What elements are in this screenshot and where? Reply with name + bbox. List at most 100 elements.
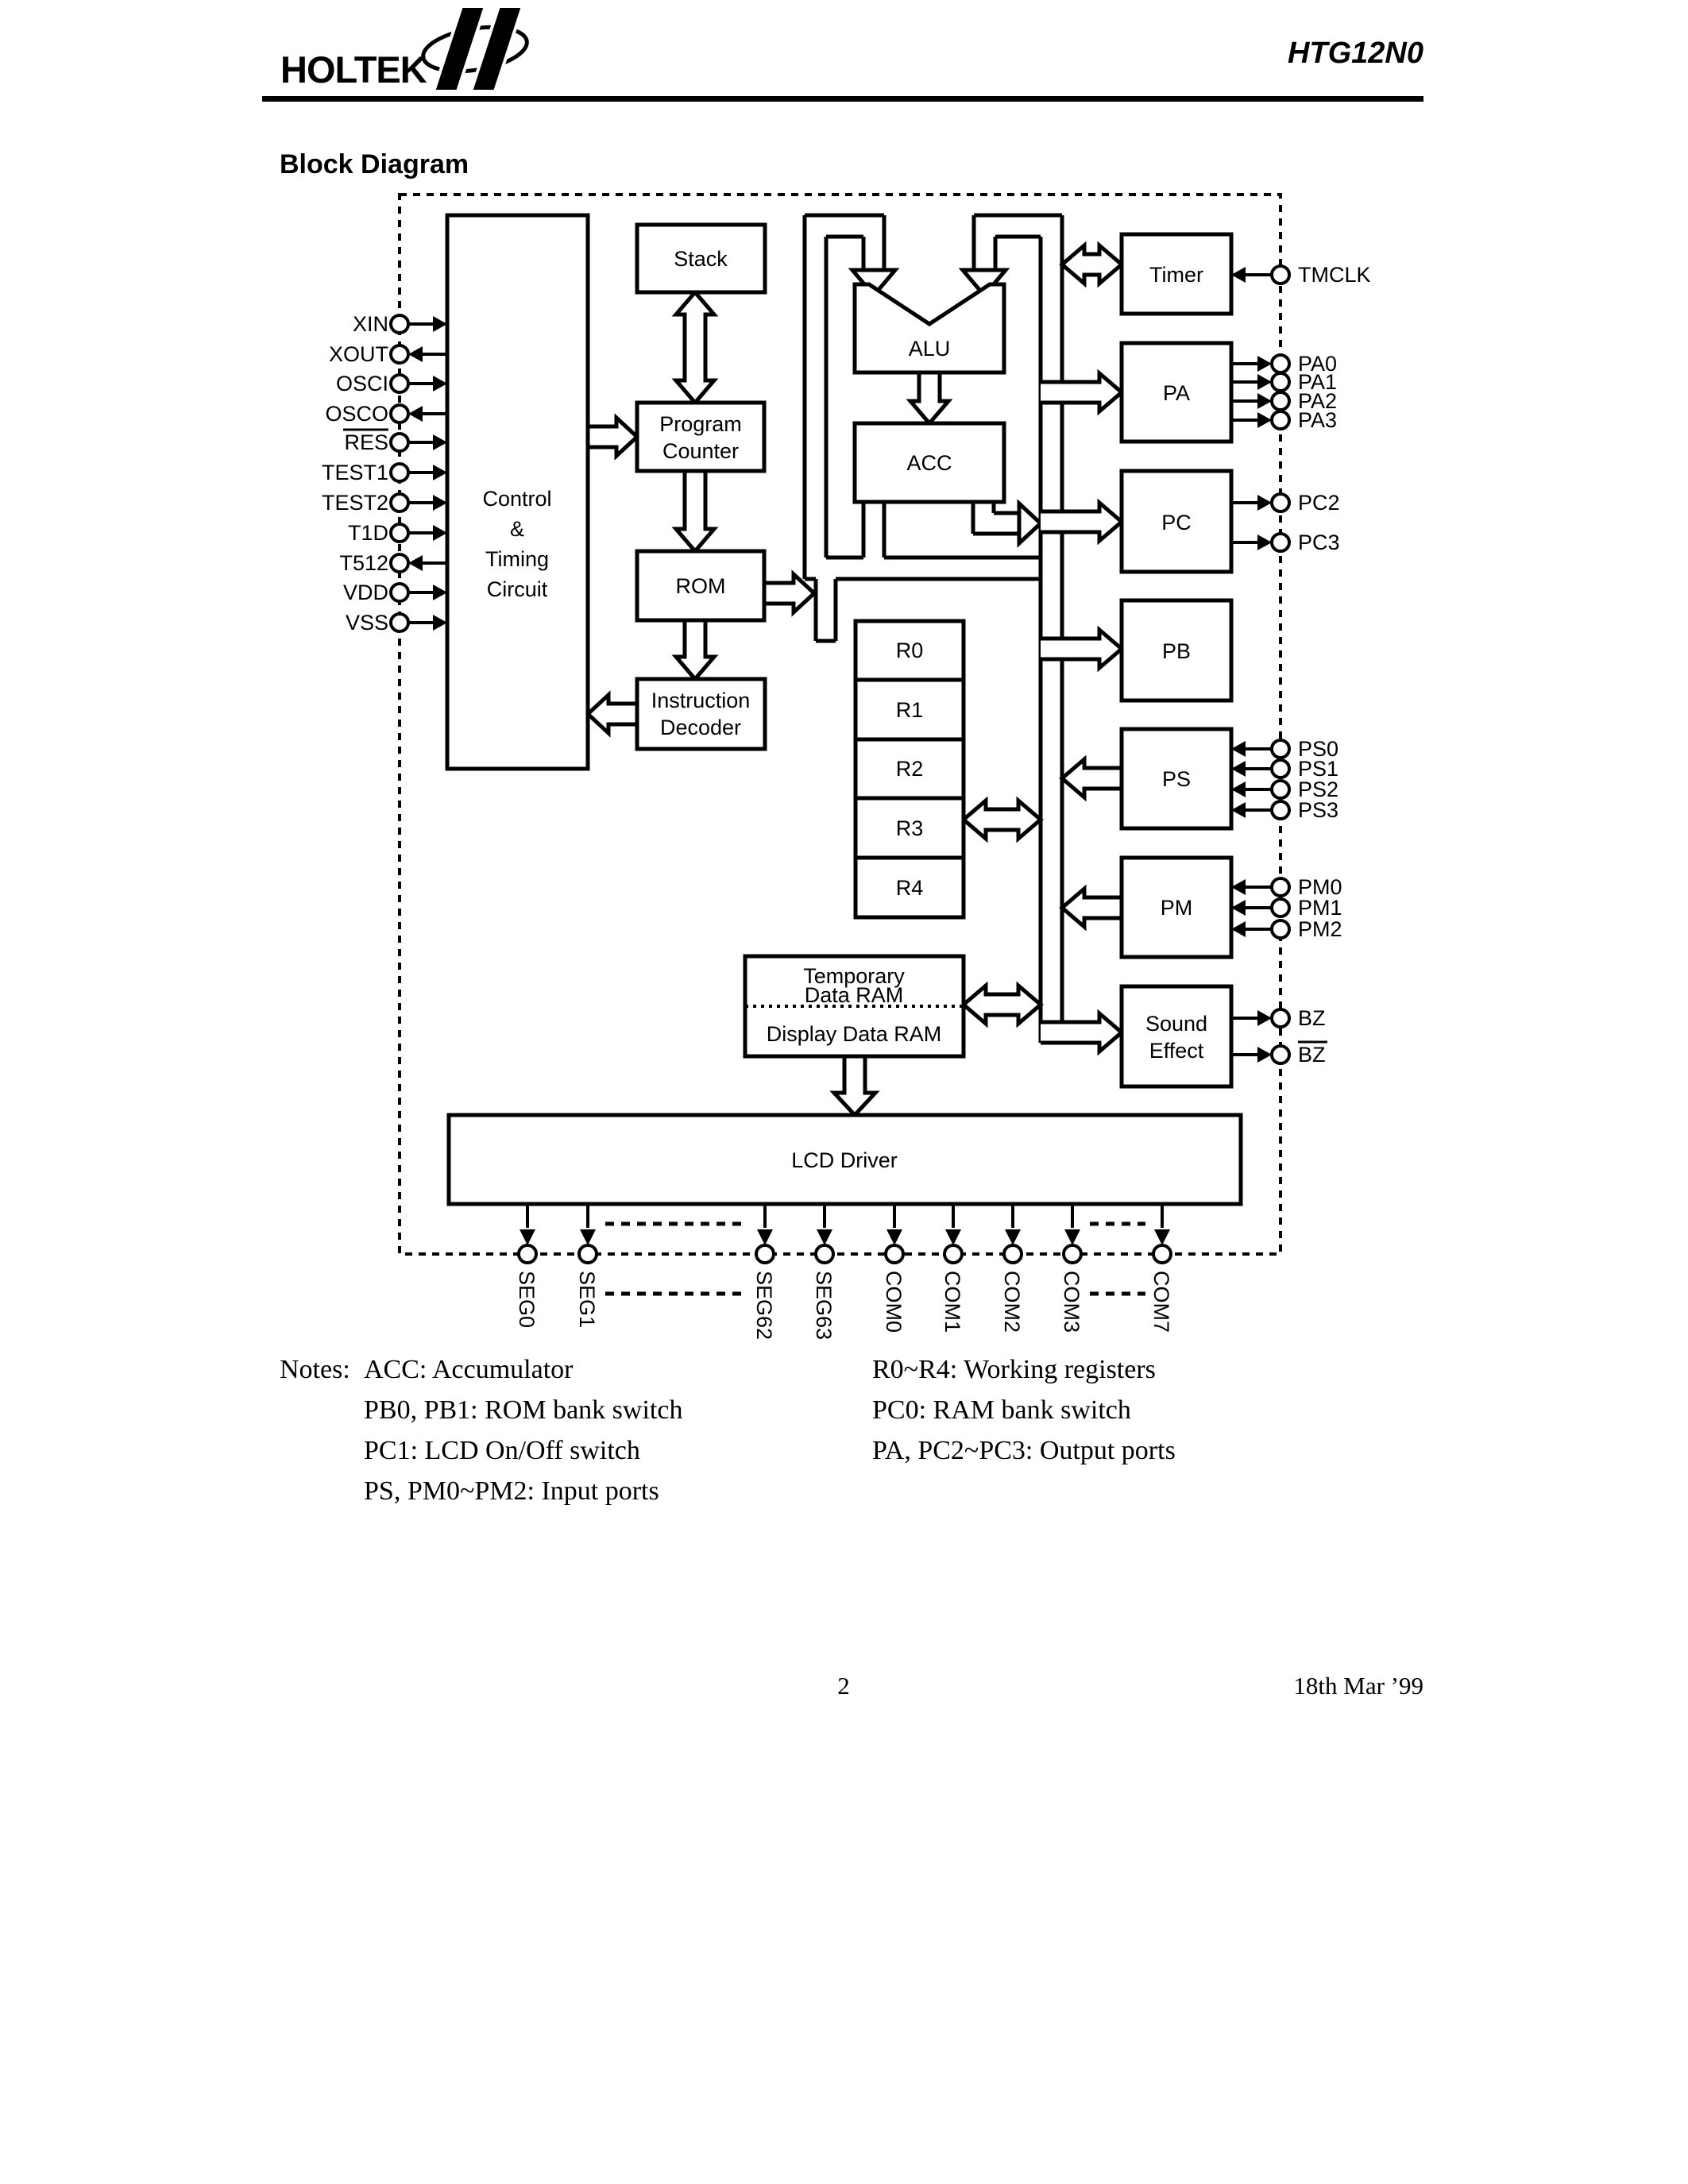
svg-text:OSCO: OSCO: [325, 402, 388, 426]
svg-text:Counter: Counter: [662, 439, 739, 463]
chip-boundary: [398, 193, 1282, 1256]
block-program-counter: Program Counter: [635, 400, 767, 473]
pin-seg63: SEG63: [812, 1204, 836, 1340]
svg-text:PC2: PC2: [1298, 491, 1340, 515]
svg-text:R4: R4: [896, 876, 924, 900]
left-pins: XIN XOUT OSCI OSCO RES: [322, 312, 447, 635]
pin-seg0: SEG0: [515, 1204, 539, 1328]
svg-text:T1D: T1D: [348, 521, 388, 545]
block-pm: PM: [1119, 855, 1234, 959]
block-pb: PB: [1119, 598, 1234, 703]
block-pc-port: PC: [1119, 469, 1234, 574]
block-ps: PS: [1119, 727, 1234, 831]
registers-bus-arrow: [960, 796, 1044, 843]
note-item: R0~R4: Working registers: [872, 1355, 1156, 1384]
svg-text:Decoder: Decoder: [660, 716, 741, 739]
note-item: PC0: RAM bank switch: [872, 1395, 1131, 1425]
revision-date: 18th Mar ’99: [1293, 1672, 1423, 1700]
pin-xin: XIN: [353, 312, 447, 336]
bottom-pins: SEG0 SEG1 SEG62 SEG63 COM0: [515, 1204, 1173, 1340]
control-pc-arrow: [588, 413, 640, 461]
svg-text:Effect: Effect: [1149, 1039, 1204, 1063]
svg-text:COM0: COM0: [882, 1271, 906, 1333]
pc-rom-arrow: [671, 471, 719, 554]
note-item: PB0, PB1: ROM bank switch: [364, 1395, 682, 1425]
block-ram: Temporary Data RAM Display Data RAM: [743, 954, 966, 1059]
svg-text:PA1: PA1: [1298, 370, 1337, 394]
svg-text:RES: RES: [344, 430, 388, 454]
acc-bus-arrowhead: [1017, 499, 1044, 548]
bus-sound-arrow: [1041, 1009, 1125, 1056]
pin-ps0: PS0: [1231, 737, 1338, 761]
pin-ps3: PS3: [1231, 798, 1338, 822]
svg-text:TEST1: TEST1: [322, 461, 388, 484]
rom-bus-arrow: [764, 569, 817, 617]
block-rom: ROM: [635, 549, 767, 623]
pin-vss: VSS: [346, 611, 447, 635]
svg-text:SEG0: SEG0: [515, 1271, 539, 1328]
pin-com0: COM0: [882, 1204, 906, 1333]
svg-text:PC3: PC3: [1298, 531, 1340, 554]
pin-osco: OSCO: [325, 402, 447, 426]
pin-xout: XOUT: [329, 342, 447, 366]
pin-tmclk: TMCLK: [1231, 263, 1371, 287]
stack-pc-arrow: [671, 289, 719, 406]
note-item: ACC: Accumulator: [364, 1355, 574, 1384]
pin-vdd: VDD: [343, 581, 447, 604]
svg-text:Stack: Stack: [674, 247, 728, 271]
svg-text:R2: R2: [896, 757, 924, 781]
notes-label: Notes:: [280, 1355, 350, 1384]
svg-text:T512: T512: [339, 551, 388, 575]
note-item: PA, PC2~PC3: Output ports: [872, 1436, 1176, 1465]
svg-text:BZ: BZ: [1298, 1006, 1326, 1030]
pin-pa2: PA2: [1231, 389, 1337, 413]
svg-text:Data RAM: Data RAM: [805, 983, 904, 1007]
pin-pc2: PC2: [1231, 491, 1340, 515]
svg-text:PM2: PM2: [1298, 917, 1342, 941]
pm-bus-arrow: [1059, 884, 1122, 932]
pin-pm1: PM1: [1231, 896, 1342, 920]
pin-seg1: SEG1: [575, 1204, 599, 1328]
bus-pb-arrow: [1041, 625, 1125, 673]
page-title: Block Diagram: [280, 149, 469, 179]
svg-text:Instruction: Instruction: [651, 689, 751, 712]
bus-pc-port-arrow: [1041, 498, 1125, 546]
svg-text:SEG63: SEG63: [812, 1271, 836, 1340]
page-header: HOLTEK HTG12N0 Block Diagram: [262, 5, 1423, 179]
note-item: PS, PM0~PM2: Input ports: [364, 1476, 659, 1506]
svg-text:XOUT: XOUT: [329, 342, 388, 366]
svg-text:R1: R1: [896, 698, 924, 722]
pin-pc3: PC3: [1231, 531, 1340, 554]
svg-text:PM0: PM0: [1298, 875, 1342, 899]
svg-text:COM2: COM2: [1000, 1271, 1024, 1333]
pin-pa3: PA3: [1231, 408, 1337, 432]
svg-text:Circuit: Circuit: [487, 577, 548, 601]
decoder-control-arrow: [585, 690, 637, 738]
pin-seg62: SEG62: [752, 1204, 776, 1340]
pin-pa0: PA0: [1231, 352, 1337, 376]
block-alu: ALU: [852, 282, 1006, 375]
svg-text:R3: R3: [896, 816, 924, 840]
block-sound-effect: Sound Effect: [1119, 984, 1234, 1089]
pin-res: RES: [343, 428, 447, 454]
block-acc: ACC: [852, 421, 1006, 504]
pin-pa1: PA1: [1231, 370, 1337, 394]
svg-text:ACC: ACC: [906, 451, 952, 475]
svg-text:SEG1: SEG1: [575, 1271, 599, 1328]
pin-pm0: PM0: [1231, 875, 1342, 899]
svg-text:ROM: ROM: [676, 574, 726, 598]
svg-text:PA0: PA0: [1298, 352, 1337, 376]
pin-pm2: PM2: [1231, 917, 1342, 941]
notes: Notes: ACC: Accumulator PB0, PB1: ROM ba…: [280, 1355, 1176, 1506]
svg-text:VSS: VSS: [346, 611, 388, 635]
svg-text:XIN: XIN: [353, 312, 388, 336]
page-footer: 2 18th Mar ’99: [837, 1672, 1423, 1700]
pin-com1: COM1: [941, 1204, 964, 1333]
block-registers: R0 R1 R2 R3 R4: [853, 619, 966, 920]
block-stack: Stack: [635, 222, 767, 295]
svg-text:LCD Driver: LCD Driver: [791, 1148, 898, 1172]
block-diagram: Control & Timing Circuit Stack Program C…: [322, 193, 1371, 1340]
svg-text:COM3: COM3: [1060, 1271, 1083, 1333]
